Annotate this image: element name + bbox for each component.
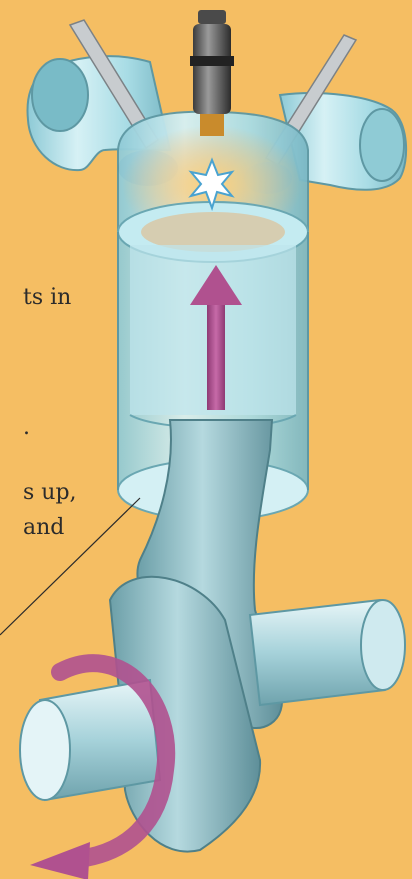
caption-line-4: s up, <box>23 478 77 508</box>
caption-line-1: ts in <box>23 283 71 313</box>
crankshaft <box>20 577 405 852</box>
caption-line-3: . <box>23 413 30 443</box>
caption-line-5: and <box>23 513 64 543</box>
